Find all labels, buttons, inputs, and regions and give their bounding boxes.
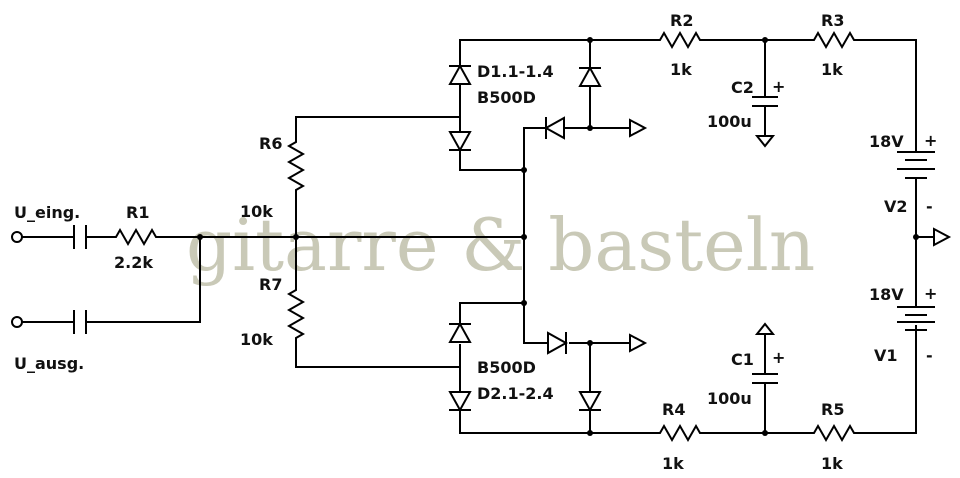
ground-symbol (629, 333, 648, 353)
v2-voltage: 18V (869, 132, 904, 151)
battery-v1 (897, 306, 935, 331)
d1-name: D1.1-1.4 (477, 62, 554, 81)
diode-d2-d (547, 331, 569, 355)
r1-value: 2.2k (114, 253, 153, 272)
diode-d1-c (578, 61, 602, 87)
input-coupling-capacitor (73, 225, 87, 249)
junctions (197, 37, 919, 436)
r4-name: R4 (662, 400, 685, 419)
r7-value: 10k (240, 330, 273, 349)
resistor-r6 (286, 137, 306, 195)
battery-v2 (897, 151, 935, 179)
ground-symbol (629, 118, 648, 138)
c2-polarity: + (772, 77, 785, 96)
diode-d2-b (448, 391, 472, 413)
junction-dot (197, 234, 203, 240)
v2-name: V2 (884, 197, 908, 216)
resistor-r5 (809, 423, 859, 443)
junction-dot (762, 430, 768, 436)
diode-d1-d (541, 116, 565, 140)
output-port-label: U_ausg. (14, 354, 84, 373)
r2-name: R2 (670, 11, 693, 30)
r7-name: R7 (259, 275, 282, 294)
output-coupling-capacitor (73, 310, 87, 334)
r4-value: 1k (662, 454, 684, 473)
r3-name: R3 (821, 11, 844, 30)
c1-polarity: + (772, 348, 785, 367)
resistor-r7 (286, 285, 306, 343)
junction-dot (587, 37, 593, 43)
r2-value: 1k (670, 60, 692, 79)
junction-dot (587, 125, 593, 131)
r5-value: 1k (821, 454, 843, 473)
capacitor-c2 (752, 96, 778, 107)
resistor-r3 (809, 30, 859, 50)
labels: U_eing. U_ausg. R1 2.2k R2 1k R3 1k R4 1… (14, 11, 937, 473)
junction-dot (521, 300, 527, 306)
input-terminal (11, 231, 23, 243)
junction-dot (762, 37, 768, 43)
ground-symbol (754, 135, 776, 148)
input-port-label: U_eing. (14, 203, 80, 222)
r6-value: 10k (240, 202, 273, 221)
d2-name: D2.1-2.4 (477, 384, 554, 403)
v2-minus: - (926, 197, 933, 216)
capacitor-c1 (752, 373, 778, 384)
v1-minus: - (926, 346, 933, 365)
diode-d2-a (448, 321, 472, 343)
junction-dot (293, 234, 299, 240)
watermark: gitarre & basteln (186, 203, 815, 287)
c1-value: 100u (707, 389, 752, 408)
r5-name: R5 (821, 400, 844, 419)
diode-d1-b (448, 131, 472, 153)
wires (21, 39, 935, 434)
c1-name: C1 (731, 350, 754, 369)
junction-dot (587, 340, 593, 346)
d2-part: B500D (477, 358, 536, 377)
resistor-r1 (111, 227, 159, 247)
d1-part: B500D (477, 88, 536, 107)
v1-voltage: 18V (869, 285, 904, 304)
resistor-r2 (653, 30, 705, 50)
ground-symbol (933, 227, 952, 247)
v1-plus: + (924, 284, 937, 303)
c2-name: C2 (731, 78, 754, 97)
junction-dot (587, 430, 593, 436)
r6-name: R6 (259, 134, 282, 153)
v1-name: V1 (874, 346, 898, 365)
output-terminal (11, 316, 23, 328)
v2-plus: + (924, 131, 937, 150)
diode-d1-a (448, 59, 472, 89)
ground-symbol (754, 322, 776, 335)
junction-dot (913, 234, 919, 240)
resistor-r4 (653, 423, 705, 443)
r3-value: 1k (821, 60, 843, 79)
r1-name: R1 (126, 203, 149, 222)
diode-d2-c (578, 391, 602, 413)
junction-dot (521, 167, 527, 173)
junction-dot (521, 234, 527, 240)
c2-value: 100u (707, 112, 752, 131)
